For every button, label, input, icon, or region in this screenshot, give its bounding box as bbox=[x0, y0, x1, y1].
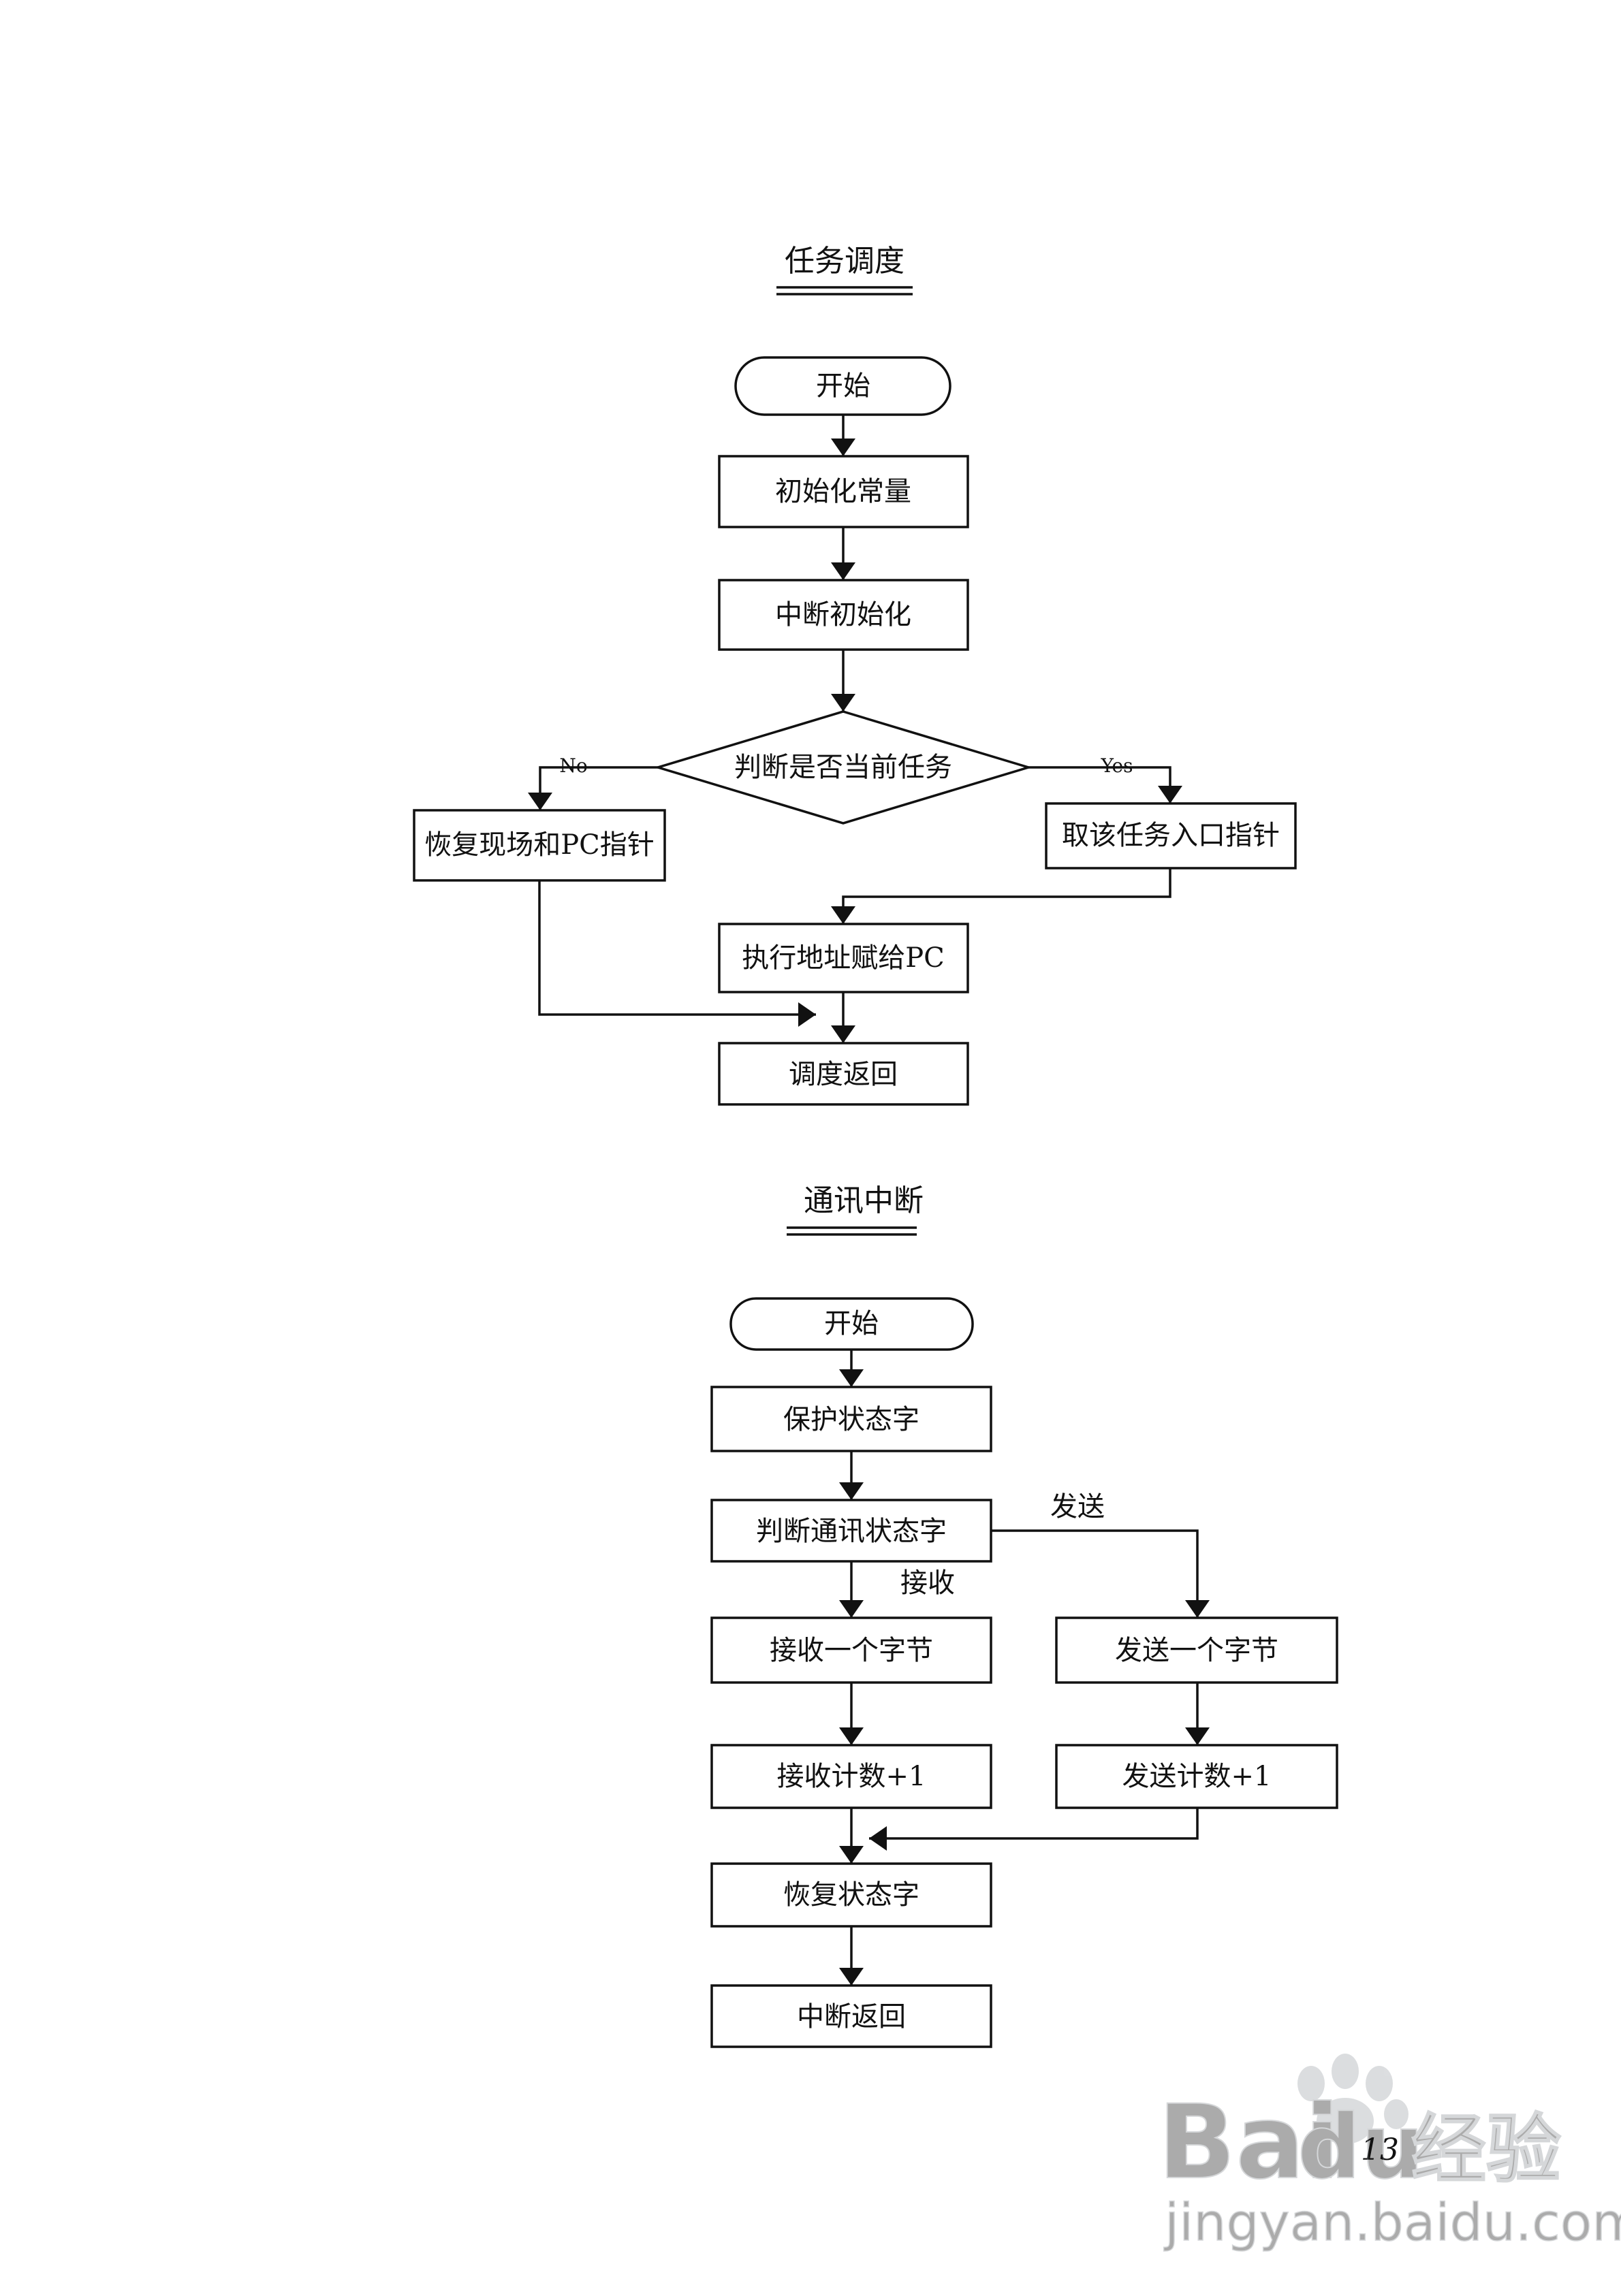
watermark-cn: 经验 bbox=[1411, 2106, 1561, 2193]
exec-address-box bbox=[718, 923, 969, 993]
page-number: 13 bbox=[1361, 2133, 1399, 2167]
no-label: No bbox=[559, 754, 587, 777]
judge-comm-status-box bbox=[710, 1499, 992, 1563]
schedule-return-box bbox=[718, 1042, 969, 1106]
recv-branch-label: 接收 bbox=[900, 1567, 955, 1599]
watermark-brand-du: du bbox=[1297, 2095, 1424, 2199]
init-constants-label: 初始化常量 bbox=[775, 476, 911, 507]
watermark-brand: Bai bbox=[1158, 2084, 1340, 2202]
recv-byte-label: 接收一个字节 bbox=[770, 1635, 933, 1666]
arrow-restore-to-return bbox=[538, 880, 816, 1027]
decision-label: 判断是否当前任务 bbox=[734, 752, 952, 783]
paw-logo-icon bbox=[1297, 2054, 1408, 2144]
protect-status-label: 保护状态字 bbox=[783, 1404, 919, 1435]
comm-diagram-title: 通讯中断 bbox=[804, 1183, 924, 1218]
interrupt-init-label: 中断初始化 bbox=[775, 599, 911, 631]
exec-address-label: 执行地址赋给PC bbox=[742, 942, 945, 974]
send-byte-label: 发送一个字节 bbox=[1115, 1635, 1278, 1666]
interrupt-return-label: 中断返回 bbox=[797, 2001, 906, 2032]
fetch-entry-label: 取该任务入口指针 bbox=[1062, 820, 1280, 851]
restore-context-box bbox=[413, 809, 666, 882]
send-branch-label: 发送 bbox=[1050, 1491, 1105, 1522]
task-scheduling-flowchart: 任务调度 开始 初始化常量 中断初始化 判断是否当前任务 No Yes 恢复现场… bbox=[413, 244, 1297, 1106]
arrow-send-branch bbox=[991, 1529, 1210, 1618]
watermark-url: jingyan.baidu.com bbox=[1163, 2192, 1621, 2252]
arrow-fetch-to-exec bbox=[831, 868, 1171, 924]
arrow-send-count-to-restore bbox=[869, 1808, 1199, 1851]
arrow-no-branch bbox=[528, 766, 658, 810]
comm-start-label: 开始 bbox=[824, 1308, 879, 1339]
baidu-jingyan-watermark: Bai du 经验 jingyan.baidu.com bbox=[1157, 2054, 1621, 2253]
send-count-label: 发送计数+1 bbox=[1122, 1761, 1272, 1792]
interrupt-init-box bbox=[718, 579, 969, 651]
comm-interrupt-flowchart: 通讯中断 开始 保护状态字 判断通讯状态字 发送 接收 接收一个字节 发送一个字… bbox=[710, 1183, 1338, 2048]
current-task-decision bbox=[653, 710, 1033, 825]
task-start-label: 开始 bbox=[816, 370, 870, 402]
restore-context-label: 恢复现场和PC指针 bbox=[424, 829, 655, 861]
recv-count-label: 接收计数+1 bbox=[777, 1761, 926, 1792]
fetch-entry-box bbox=[1045, 802, 1297, 870]
interrupt-return-box bbox=[710, 1984, 992, 2048]
restore-status-label: 恢复状态字 bbox=[783, 1879, 919, 1911]
yes-label: Yes bbox=[1101, 754, 1133, 777]
task-diagram-title: 任务调度 bbox=[785, 244, 904, 278]
judge-comm-status-label: 判断通讯状态字 bbox=[756, 1516, 947, 1547]
send-byte-box bbox=[1055, 1616, 1338, 1684]
schedule-return-label: 调度返回 bbox=[789, 1059, 898, 1090]
restore-status-box bbox=[710, 1862, 992, 1928]
protect-status-box bbox=[710, 1386, 992, 1452]
recv-byte-box bbox=[710, 1616, 992, 1684]
arrow-yes-branch bbox=[1028, 766, 1182, 803]
